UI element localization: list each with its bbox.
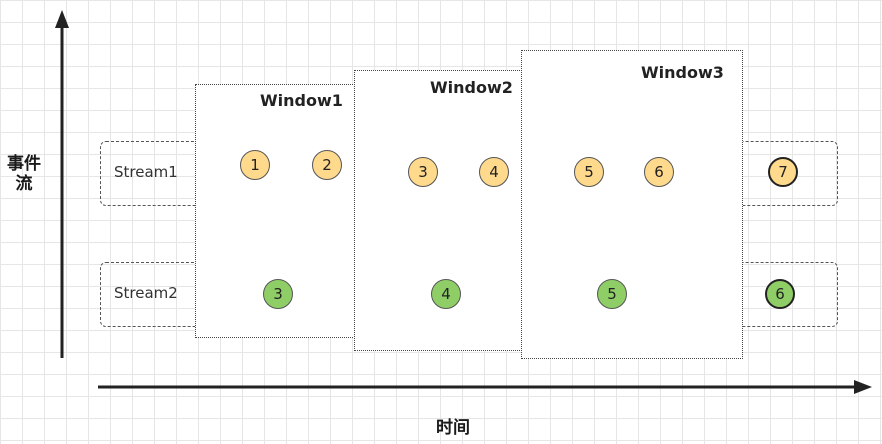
- stream1-event: 4: [479, 157, 509, 187]
- y-axis-label: 事件 流: [2, 154, 46, 194]
- window-1-title: Window1: [260, 91, 343, 110]
- window-3-title: Window3: [641, 63, 724, 82]
- stream1-event: 5: [574, 157, 604, 187]
- x-axis-arrow: [854, 380, 872, 394]
- stream2-event: 4: [431, 279, 461, 309]
- stream1-event: 7: [768, 157, 798, 187]
- stream1-event: 3: [408, 157, 438, 187]
- stream2-label: Stream2: [114, 284, 178, 302]
- stream2-event: 3: [263, 279, 293, 309]
- stream2-event: 6: [765, 279, 795, 309]
- window-2-title: Window2: [430, 78, 513, 97]
- window-3: [521, 50, 743, 359]
- y-axis-arrow: [55, 10, 69, 28]
- stream2-event: 5: [597, 279, 627, 309]
- x-axis-label: 时间: [436, 418, 470, 438]
- stream1-event: 2: [312, 150, 342, 180]
- window-2: [354, 70, 524, 351]
- y-axis-label-text: 事件 流: [7, 154, 41, 194]
- stream1-event: 6: [644, 157, 674, 187]
- stream1-event: 1: [240, 150, 270, 180]
- stream1-label: Stream1: [114, 163, 178, 181]
